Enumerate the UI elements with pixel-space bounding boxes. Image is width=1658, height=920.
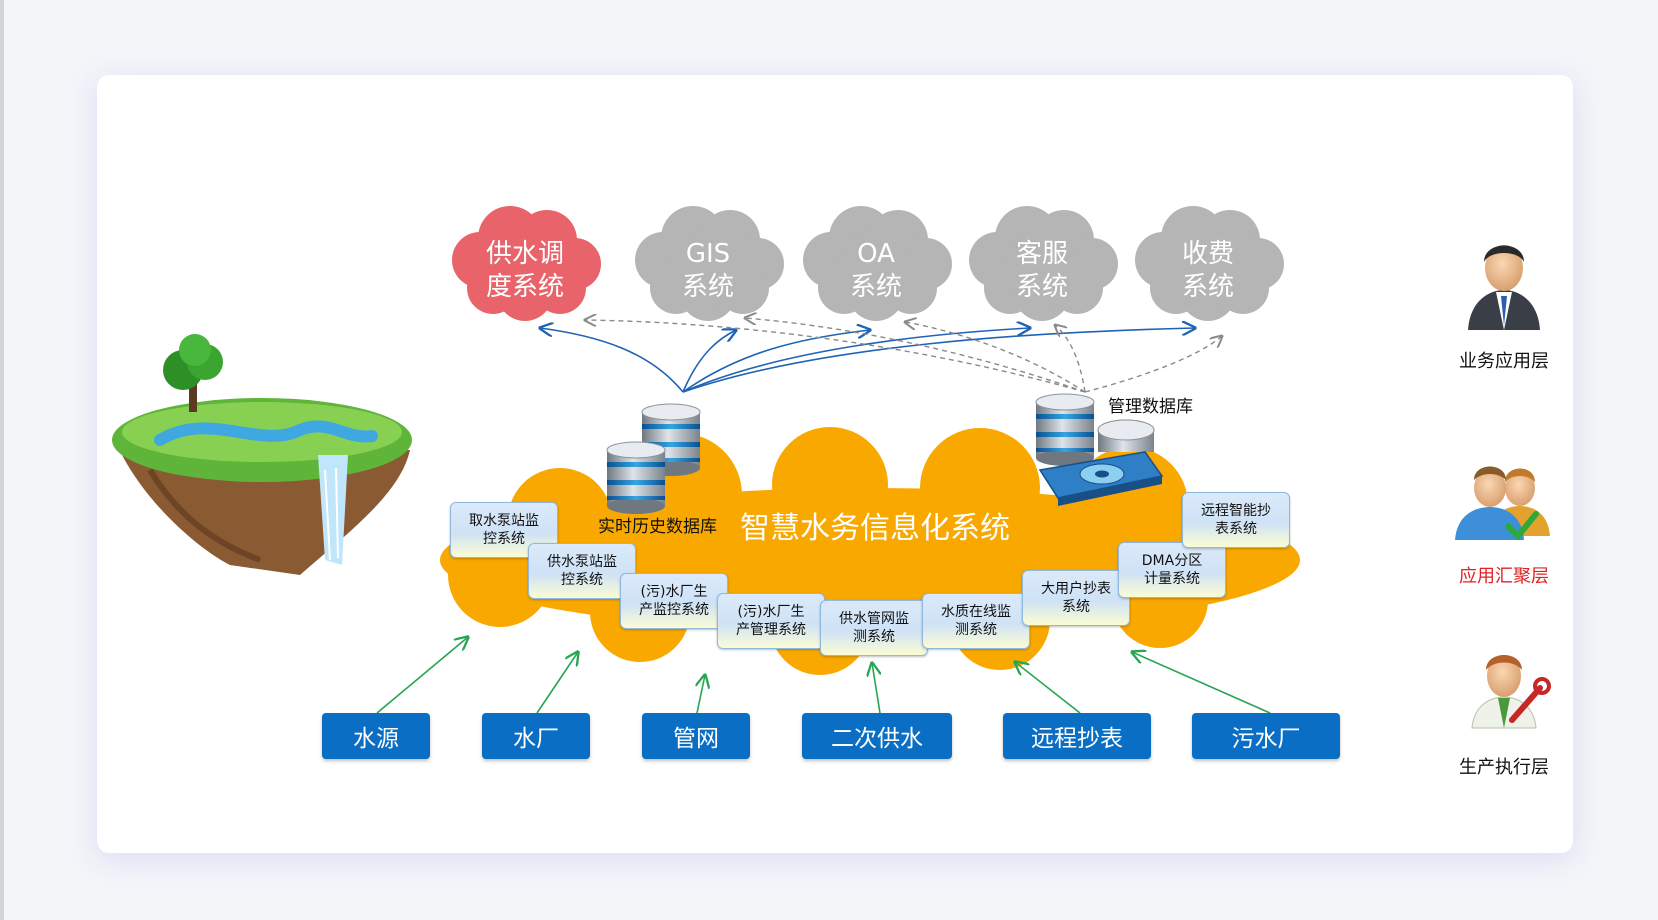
hub-title: 智慧水务信息化系统 xyxy=(740,511,1010,546)
left-edge-rule xyxy=(0,0,4,920)
subsystem-plant-production-monitoring: (污)水厂生 产监控系统 xyxy=(620,573,728,629)
cloud-label-oa: OA 系统 xyxy=(849,239,902,302)
cloud-label-customer-service: 客服 系统 xyxy=(1015,239,1068,302)
business-person-icon xyxy=(1468,245,1540,330)
subsystem-supply-pump-monitoring: 供水泵站监 控系统 xyxy=(528,543,636,599)
management-db-links xyxy=(585,318,1222,393)
layer-label-business-application: 业务应用层 xyxy=(1459,351,1549,372)
subsystem-large-user-meter-reading: 大用户抄表 系统 xyxy=(1022,570,1130,626)
source-water-plant[interactable]: 水厂 xyxy=(482,713,590,759)
subsystem-intake-pump-monitoring: 取水泵站监 控系统 xyxy=(450,502,558,558)
source-water-source[interactable]: 水源 xyxy=(322,713,430,759)
management-db-icon xyxy=(1035,393,1164,506)
layer-label-application-aggregation: 应用汇聚层 xyxy=(1459,566,1549,587)
worker-wrench-icon xyxy=(1471,655,1551,729)
cloud-label-gis: GIS 系统 xyxy=(681,239,734,302)
layer-label-production-execution: 生产执行层 xyxy=(1459,757,1549,778)
management-db-label: 管理数据库 xyxy=(1108,397,1193,417)
source-input-links xyxy=(376,637,1271,714)
realtime-db-links xyxy=(540,328,1195,393)
cloud-label-dispatch: 供水调 度系统 xyxy=(485,239,564,302)
cloud-label-billing: 收费 系统 xyxy=(1181,239,1234,302)
subsystem-dma-zone-metering: DMA分区 计量系统 xyxy=(1118,542,1226,598)
source-secondary-supply[interactable]: 二次供水 xyxy=(802,713,952,759)
realtime-db-label: 实时历史数据库 xyxy=(598,517,717,537)
source-sewage-plant[interactable]: 污水厂 xyxy=(1192,713,1340,759)
source-pipe-network[interactable]: 管网 xyxy=(642,713,750,759)
subsystem-plant-production-management: (污)水厂生 产管理系统 xyxy=(717,593,825,649)
user-group-check-icon xyxy=(1455,466,1550,541)
subsystem-pipe-network-monitoring: 供水管网监 测系统 xyxy=(820,600,928,656)
floating-island-waterfall-icon xyxy=(112,334,412,575)
source-remote-meter-reading[interactable]: 远程抄表 xyxy=(1003,713,1151,759)
subsystem-remote-smart-meter-reading: 远程智能抄 表系统 xyxy=(1182,492,1290,548)
subsystem-water-quality-monitoring: 水质在线监 测系统 xyxy=(922,593,1030,649)
